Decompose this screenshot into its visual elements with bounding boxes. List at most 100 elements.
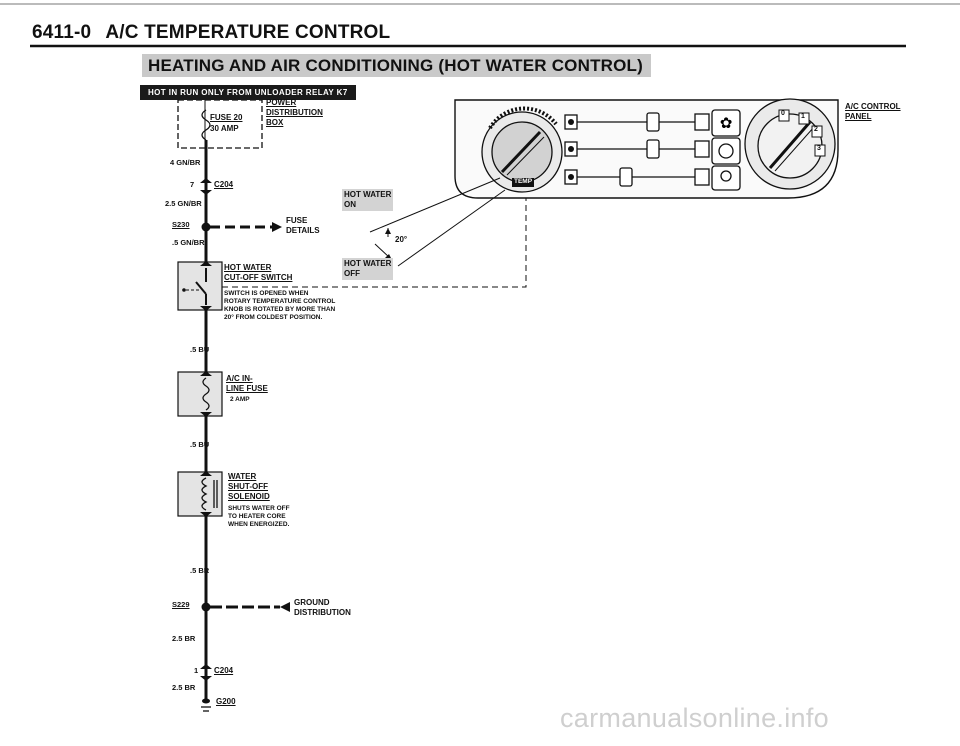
fuse-details-line-1: FUSE [286,216,308,225]
hot-water-on-line-2: ON [344,200,356,209]
ground-icon [202,698,210,704]
power-label: POWER [266,98,297,107]
wire-label-05-bu-2: .5 BU [190,440,210,449]
c204-bottom-pin: 1 [194,666,199,675]
wire-label-2-5-br-2: 2.5 BR [172,683,196,692]
slider-2-dot [568,146,574,152]
panel-label-line-1: A/C CONTROL [845,102,901,111]
hot-water-off-line-1: HOT WATER [344,259,392,268]
slider-3-thumb [619,167,633,187]
solenoid-title: WATER SHUT-OFF SOLENOID [228,472,270,502]
slider-1-thumb [646,112,660,132]
solenoid-note: SHUTS WATER OFF TO HEATER CORE WHEN ENER… [228,505,290,529]
wire-label-05-gnbr: .5 GN/BR [172,238,205,247]
inline-fuse-title: A/C IN- LINE FUSE [226,374,268,394]
rear-defrost-icon [720,170,732,182]
fan-speed-3: 3 [817,145,821,152]
c204-top-label: C204 [214,180,234,189]
slider-1-dot [568,119,574,125]
solenoid-note-line-2: TO HEATER CORE [228,513,286,520]
temp-badge-label: TEMP [514,178,533,185]
temp-badge [512,178,534,187]
ground-distribution-label: GROUND DISTRIBUTION [294,598,351,618]
fan-speed-1: 1 [801,113,805,120]
solenoid-note-line-1: SHUTS WATER OFF [228,505,290,512]
fuse-20-symbol [201,109,211,141]
switch-note-line-1: SWITCH IS OPENED WHEN [224,290,309,297]
section-title: A/C TEMPERATURE CONTROL [105,22,391,43]
fuse-amp-label: 30 AMP [210,124,239,133]
power-distribution-label: POWER DISTRIBUTION BOX [266,98,323,128]
rear-defrost-button [711,165,741,191]
wire-label-2-5-br-1: 2.5 BR [172,634,196,643]
defrost-button [694,168,710,186]
ground-distribution-line-2: DISTRIBUTION [294,608,351,617]
s229-arrow [280,602,290,612]
angle-label: 20° [395,235,408,244]
hot-water-off-label: HOT WATER OFF [342,258,394,280]
box-label: BOX [266,118,284,127]
page-title: 6411-0 A/C TEMPERATURE CONTROL [32,22,390,44]
inline-fuse-rating: 2 AMP [230,396,250,403]
fan-speed-1-mark [798,112,810,125]
solenoid-coil-icon [201,477,208,511]
fan-speed-2-mark [811,125,823,138]
inline-fuse-title-line-1: A/C IN- [226,374,253,383]
wire-label-2-5-gnbr: 2.5 GN/BR [165,199,202,208]
hot-water-on-line-1: HOT WATER [344,190,392,199]
temperature-scale [488,106,558,130]
wire-label-4-gnbr: 4 GN/BR [170,158,201,167]
s229-splice [201,602,211,612]
solenoid-title-line-1: WATER [228,472,257,481]
inline-fuse-box [177,371,223,417]
s230-label: S230 [172,220,190,229]
c204-top-pin: 7 [190,180,195,189]
switch-pivot [182,288,186,292]
fan-speed-0-mark [778,109,790,122]
inline-fuse-symbol [202,377,210,411]
fan-knob-grip [768,121,812,169]
hot-water-on-label: HOT WATER ON [342,189,394,211]
recirculation-icon [718,143,734,159]
cutoff-switch-note: SWITCH IS OPENED WHEN ROTARY TEMPERATURE… [224,290,335,322]
slider-3-dot [568,174,574,180]
s229-label: S229 [172,600,190,609]
inline-fuse-terminals [200,371,212,417]
switch-blade [195,281,207,295]
fuse-details-label: FUSE DETAILS [286,216,320,236]
switch-note-line-4: 20° FROM COLDEST POSITION. [224,314,323,321]
fan-speed-2: 2 [814,126,818,133]
temperature-knob-grip-edge [506,136,545,176]
hot-water-on-line [369,177,501,233]
ground-distribution-line-1: GROUND [294,598,330,607]
hot-water-off-line-2: OFF [344,269,360,278]
ac-control-panel-label: A/C CONTROL PANEL [845,102,901,122]
fuse-20-label: FUSE 20 [210,113,243,122]
distribution-label: DISTRIBUTION [266,108,323,117]
recirculation-button [711,137,741,165]
relay-label: HOT IN RUN ONLY FROM UNLOADER RELAY K7 [140,85,356,100]
solenoid-terminals [200,471,212,517]
section-number: 6411-0 [32,22,92,43]
switch-note-line-3: KNOB IS ROTATED BY MORE THAN [224,306,336,313]
vent-button [694,140,710,158]
fan-knob-grip-edge [774,126,815,172]
fan-speed-3-mark [814,144,826,157]
hot-water-off-line [397,189,506,267]
fan-speed-0: 0 [781,110,785,117]
watermark: carmanualsonline.info [560,703,829,733]
switch-terminals [200,261,212,311]
ac-button [711,109,741,137]
c204-top-connector [200,178,212,195]
s230-splice [201,222,211,232]
snowflake-icon: ✿ [720,114,733,132]
s230-arrow [272,222,282,232]
slider-2-thumb [646,139,660,159]
solenoid-title-line-2: SHUT-OFF [228,482,268,491]
c204-bottom-label: C204 [214,666,234,675]
linkage-line [222,180,527,288]
switch-note-line-2: ROTARY TEMPERATURE CONTROL [224,298,336,305]
solenoid-note-line-3: WHEN ENERGIZED. [228,521,290,528]
temperature-knob-grip [500,130,542,174]
